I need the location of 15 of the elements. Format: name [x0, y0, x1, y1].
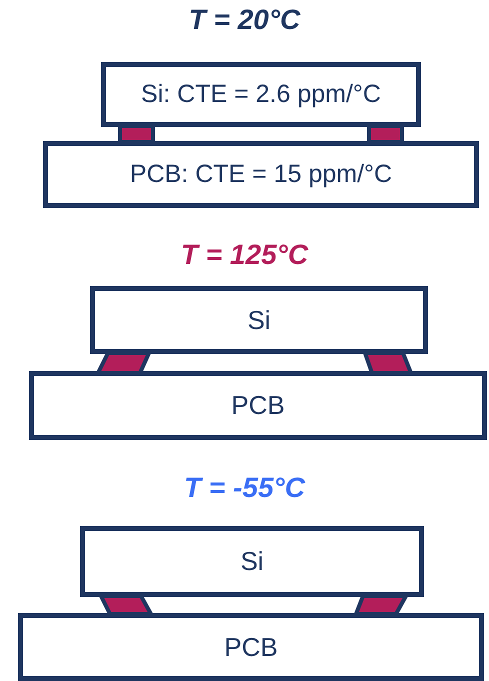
pcb-board-box	[18, 613, 484, 681]
pcb-board-box	[29, 371, 487, 440]
silicon-die-box	[80, 526, 424, 597]
pcb-board-box	[43, 141, 479, 208]
temperature-heading: T = -55°C	[183, 472, 306, 504]
layer-label: PCB	[231, 390, 285, 421]
temperature-heading: T = 20°C	[188, 4, 302, 36]
silicon-die-box	[90, 286, 428, 354]
silicon-die-box	[101, 62, 421, 127]
layer-label: Si	[247, 304, 271, 336]
layer-label: PCB	[224, 632, 278, 662]
layer-label: PCB: CTE = 15 ppm/°C	[130, 160, 392, 189]
layer-label: Si: CTE = 2.6 ppm/°C	[141, 80, 381, 109]
temperature-heading: T = 125°C	[180, 239, 310, 271]
layer-label: Si	[240, 546, 264, 577]
